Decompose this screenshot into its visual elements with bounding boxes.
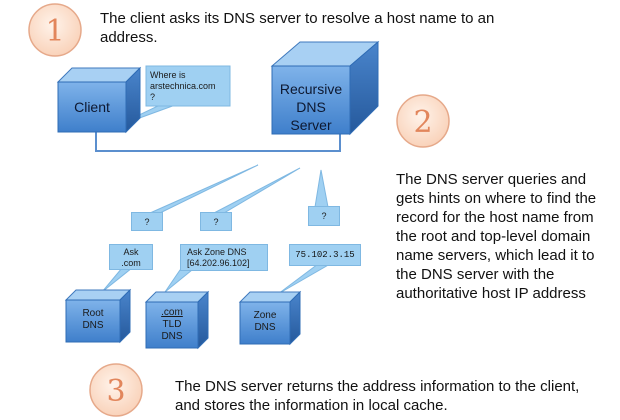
step-2-badge: 2 [396,94,450,148]
tld-query-spike [213,167,301,214]
query-line-1: Where is [150,70,186,80]
root-answer-line-1: Ask [123,247,139,257]
tld-query-box: ? [200,212,232,231]
zone-dns-label: Zone DNS [240,310,290,334]
zone-query-spike [314,169,329,208]
step-3-number: 3 [106,374,125,409]
query-line-2: arstechnica.com [150,81,216,91]
root-answer-tail [101,267,134,293]
root-dns-cube [64,288,132,344]
tld-answer-line-2: [64.202.96.102] [187,258,250,268]
recursive-label-line-3: Server [290,117,332,133]
zone-label-line-2: DNS [254,322,276,333]
zone-answer-tail [277,263,332,295]
client-cube [56,66,142,134]
root-query-spike [149,164,259,214]
root-dns-label: Root DNS [66,308,120,332]
recursive-label-line-2: DNS [296,99,326,115]
query-callout: Where is arstechnica.com ? [150,70,230,103]
tld-dns-label: .com TLD DNS [146,307,198,343]
zone-answer-callout: 75.102.3.15 [289,244,361,266]
step-1-number: 1 [45,14,64,49]
zone-dns-cube [238,290,302,346]
root-answer-callout: Ask .com [109,244,153,270]
tld-answer-callout: Ask Zone DNS [64.202.96.102] [180,244,268,271]
recursive-dns-server-cube [270,40,380,136]
step-2-description: The DNS server queries and gets hints on… [396,171,597,302]
tld-answer-line-1: Ask Zone DNS [187,247,247,257]
tld-dns-cube [144,290,210,350]
tld-answer-tail [164,269,194,293]
client-label: Client [74,99,110,115]
root-answer-line-2: .com [121,258,141,268]
tld-label-line-2: TLD [162,319,182,330]
connector-line [95,128,341,152]
step-1-badge: 1 [28,3,82,57]
step-1-description: The client asks its DNS server to resolv… [100,10,495,46]
root-label-line-1: Root [82,308,104,319]
zone-label-line-1: Zone [253,310,277,321]
root-label-line-2: DNS [82,320,104,331]
zone-query-box: ? [308,206,340,226]
step-3-description: The DNS server returns the address infor… [175,378,580,414]
tld-label-line-1: .com [161,307,183,318]
step-3-badge: 3 [89,363,143,417]
root-query-box: ? [131,212,163,231]
step-2-number: 2 [413,105,432,140]
query-line-3: ? [150,92,156,102]
tld-label-line-3: DNS [161,331,183,342]
recursive-dns-server-label: Recursive DNS Server [272,80,350,134]
recursive-label-line-1: Recursive [279,81,343,97]
